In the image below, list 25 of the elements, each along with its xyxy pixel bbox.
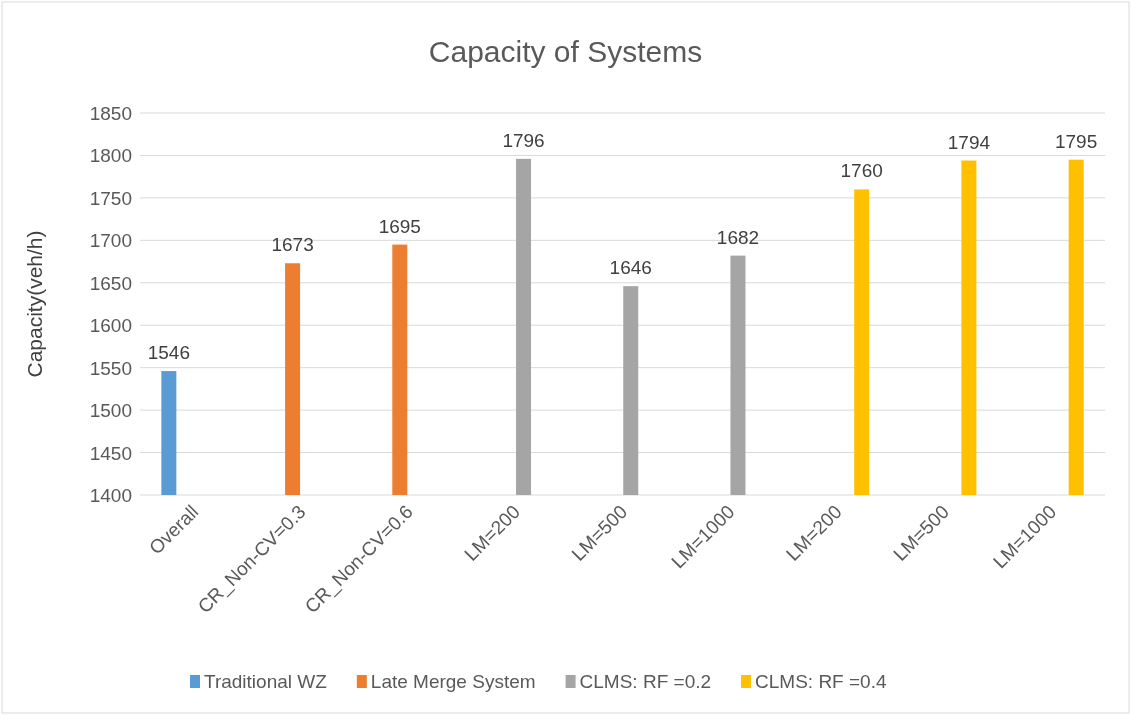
- tick-label: 1700: [89, 230, 132, 252]
- data-label: 1796: [502, 129, 545, 151]
- tick-label: 1550: [89, 357, 132, 379]
- tick-label: 1450: [89, 442, 132, 464]
- tick-label: 1600: [89, 315, 132, 337]
- legend-label: CLMS: RF =0.4: [755, 671, 887, 692]
- data-label: 1673: [271, 234, 314, 256]
- tick-label: 1500: [89, 400, 132, 422]
- chart-title: Capacity of Systems: [428, 35, 703, 68]
- data-label: 1695: [378, 215, 421, 237]
- tick-label: 1750: [89, 187, 132, 209]
- data-label: 1646: [609, 257, 652, 279]
- tick-label: 1800: [89, 145, 132, 167]
- tick-label: 1400: [89, 485, 132, 506]
- legend-label: Late Merge System: [370, 671, 536, 692]
- legend-label: CLMS: RF =0.2: [579, 671, 712, 692]
- data-label: 1795: [1055, 130, 1098, 152]
- tick-label: 1850: [89, 103, 132, 124]
- axis-title: Capacity(veh/h): [23, 230, 46, 378]
- data-label: 1794: [947, 131, 991, 153]
- data-label: 1682: [716, 226, 760, 248]
- data-label: 1760: [840, 160, 883, 182]
- legend-label: Traditional WZ: [204, 671, 327, 692]
- tick-label: 1650: [89, 272, 132, 294]
- data-label: 1546: [147, 342, 190, 364]
